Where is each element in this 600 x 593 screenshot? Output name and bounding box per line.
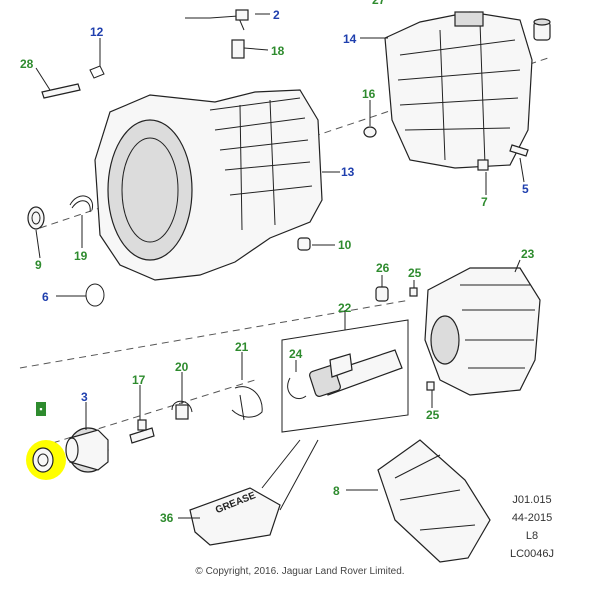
callout-27: 27	[372, 0, 386, 7]
callout-23: 23	[521, 247, 535, 261]
clip-part-19	[69, 195, 94, 213]
callout-21: 21	[235, 340, 249, 354]
bolt-part-25-upper	[409, 287, 418, 297]
reference-line-3: L8	[525, 530, 539, 542]
bolt-part-25-lower	[426, 381, 435, 391]
callout-17: 17	[132, 373, 146, 387]
copyright-notice: © Copyright, 2016. Jaguar Land Rover Lim…	[195, 566, 405, 577]
sensor-part-18	[231, 39, 245, 59]
callout-9: 9	[35, 258, 42, 272]
callout-8: 8	[333, 484, 340, 498]
callout-7: 7	[481, 195, 488, 209]
callout-3: 3	[81, 390, 88, 404]
callout-18: 18	[271, 44, 285, 58]
seal-part-1-highlighted	[26, 440, 66, 480]
callout-26: 26	[376, 261, 390, 275]
callout-24: 24	[289, 347, 303, 361]
callout-14: 14	[343, 32, 357, 46]
callout-2: 2	[273, 8, 280, 22]
callout-6: 6	[42, 290, 49, 304]
callout-36: 36	[160, 511, 174, 525]
extension-housing-part-23	[424, 267, 541, 396]
plug-part-7	[477, 159, 489, 171]
seal-part-9	[27, 206, 45, 230]
o-ring-part-6	[85, 283, 105, 307]
transmission-case-part-13	[94, 89, 323, 281]
reference-line-4: LC0046J	[509, 548, 555, 560]
grease-packet-part-36	[189, 487, 281, 546]
highlight-badge: ▪	[36, 402, 46, 416]
oil-pan-part-8	[377, 439, 491, 563]
reference-line-1: J01.015	[512, 494, 552, 506]
bearing-part-3	[65, 427, 109, 473]
clip-part-12	[89, 65, 105, 79]
sensor-part-20	[171, 400, 193, 420]
snap-ring-part-24	[287, 377, 307, 400]
callout-19: 19	[74, 249, 88, 263]
callout-22: 22	[338, 301, 352, 315]
reference-line-2: 44-2015	[511, 512, 553, 524]
callout-13: 13	[341, 165, 355, 179]
bracket-part-21	[231, 386, 263, 421]
plug-part-5	[509, 144, 529, 157]
callout-25-lower: 25	[426, 408, 440, 422]
callout-25-upper: 25	[408, 266, 422, 280]
callout-10: 10	[338, 238, 352, 252]
callout-20: 20	[175, 360, 189, 374]
rear-housing-part-14	[384, 11, 533, 169]
callout-5: 5	[522, 182, 529, 196]
harness-part-2	[185, 9, 249, 31]
cap-part-27	[533, 18, 551, 41]
bolt-part-28	[41, 83, 81, 99]
sensor-part-17	[129, 419, 155, 444]
callout-16: 16	[362, 87, 376, 101]
plug-part-10	[297, 237, 311, 251]
callout-28: 28	[20, 57, 34, 71]
callout-12: 12	[90, 25, 104, 39]
shaft-part-22	[309, 349, 403, 397]
plug-part-26	[375, 286, 389, 302]
washer-part-16	[363, 126, 377, 138]
